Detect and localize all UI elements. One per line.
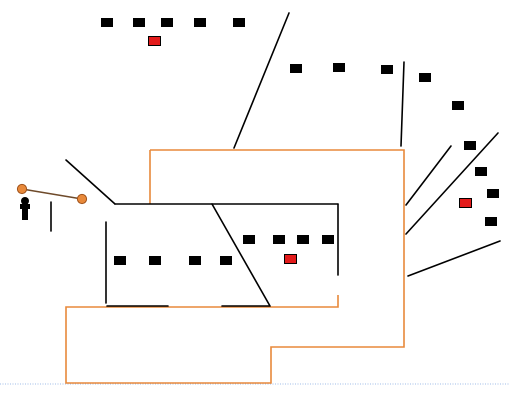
black-square-marker bbox=[485, 217, 497, 226]
black-square-marker bbox=[290, 64, 302, 73]
wall-diagonal-left bbox=[65, 159, 116, 205]
wall-fan-3 bbox=[407, 240, 501, 277]
wall-vertical-right-top bbox=[400, 61, 405, 147]
black-square-marker bbox=[101, 18, 113, 27]
black-square-marker bbox=[487, 189, 499, 198]
wall-fan-1 bbox=[405, 145, 452, 206]
red-markers bbox=[148, 36, 472, 264]
black-square-marker bbox=[333, 63, 345, 72]
black-square-marker bbox=[220, 256, 232, 265]
orange-node-icon bbox=[76, 193, 88, 205]
black-square-marker bbox=[475, 167, 487, 176]
black-square-marker bbox=[114, 256, 126, 265]
red-square-marker bbox=[284, 254, 297, 264]
black-square-marker bbox=[161, 18, 173, 27]
black-square-marker bbox=[149, 256, 161, 265]
black-square-marker bbox=[322, 235, 334, 244]
black-square-marker bbox=[273, 235, 285, 244]
red-square-marker bbox=[148, 36, 161, 46]
black-square-marker bbox=[189, 256, 201, 265]
orange-boundary-outline bbox=[65, 149, 405, 384]
node-link-line bbox=[21, 188, 83, 200]
walls bbox=[50, 12, 501, 307]
black-square-marker bbox=[464, 141, 476, 150]
node-connector bbox=[16, 183, 88, 205]
person-icon bbox=[20, 197, 30, 220]
black-square-marker bbox=[419, 73, 431, 82]
black-square-marker bbox=[452, 101, 464, 110]
black-square-marker bbox=[133, 18, 145, 27]
black-square-marker bbox=[243, 235, 255, 244]
black-markers bbox=[101, 18, 499, 265]
black-square-marker bbox=[297, 235, 309, 244]
wall-room-diagonal-divider bbox=[211, 203, 271, 307]
wall-diagonal-top bbox=[233, 12, 290, 149]
black-square-marker bbox=[233, 18, 245, 27]
red-square-marker bbox=[459, 198, 472, 208]
wall-fan-2 bbox=[405, 132, 499, 235]
black-square-marker bbox=[194, 18, 206, 27]
orange-node-icon bbox=[16, 183, 28, 195]
black-square-marker bbox=[381, 65, 393, 74]
